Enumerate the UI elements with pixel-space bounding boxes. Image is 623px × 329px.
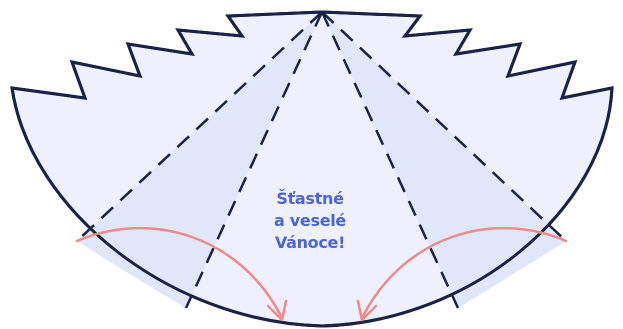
paper-sheet (10, 10, 614, 328)
fold-arrow-right-head (356, 299, 378, 322)
paper-outline (10, 10, 614, 328)
fold-line-inner-left (184, 11, 324, 309)
greeting-line-3: Vánoce! (274, 233, 346, 252)
greeting-line-1: Šťastné (276, 189, 344, 208)
fold-line-far-left (76, 11, 323, 242)
fold-arrow-left (75, 226, 284, 320)
fold-arrow-right (360, 226, 568, 320)
greeting-text: Šťastné a veselé Vánoce! (255, 188, 365, 254)
greeting-line-2: a veselé (274, 211, 346, 230)
fold-shade-left (77, 12, 322, 308)
fold-arrow-left-head (266, 299, 288, 322)
fold-line-inner-right (320, 11, 460, 309)
fold-line-far-right (321, 11, 567, 242)
fold-shade-right (322, 12, 566, 308)
